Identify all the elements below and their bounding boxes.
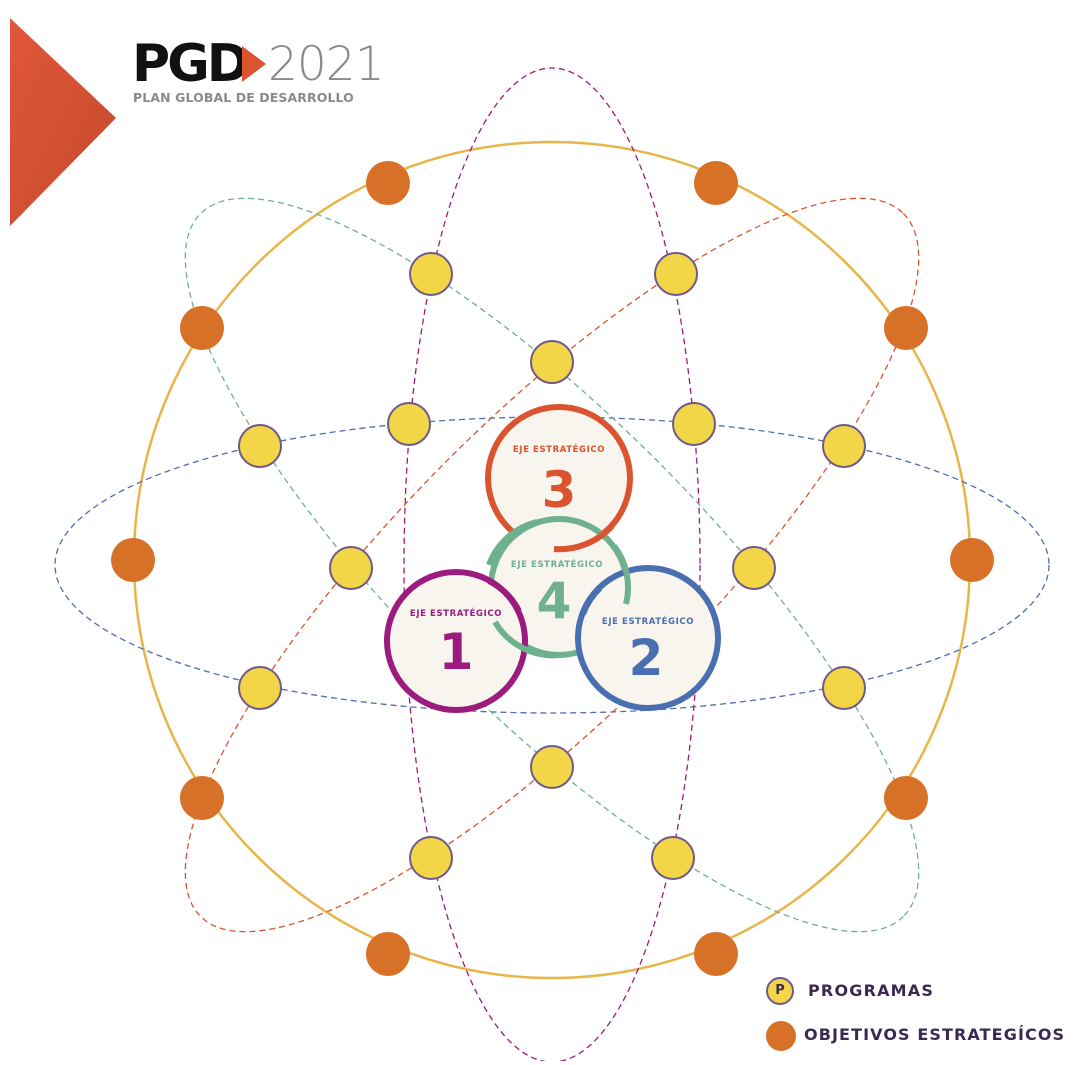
objetivo-node <box>884 776 928 820</box>
objetivo-node <box>180 776 224 820</box>
logo-year: 2021 <box>268 37 385 92</box>
eje-4-overlap-arc-right <box>611 544 631 605</box>
eje-4-overlap-arc-top <box>486 519 538 567</box>
eje-3-label: EJE ESTRATÉGICO <box>513 443 605 455</box>
objetivo-node <box>366 932 410 976</box>
objetivo-node <box>884 306 928 350</box>
eje-4-label: EJE ESTRATÉGICO <box>511 558 603 570</box>
programa-node <box>409 836 453 880</box>
eje-4-number: 4 <box>537 572 572 630</box>
programa-legend-letter: P <box>775 983 785 998</box>
programa-legend-icon: P <box>766 977 794 1005</box>
eje-1-number: 1 <box>439 623 474 681</box>
eje-1-overlap-arc <box>487 578 522 613</box>
objetivo-node <box>694 932 738 976</box>
eje-2: EJE ESTRATÉGICO 2 <box>575 565 721 711</box>
objetivo-legend-icon <box>766 1021 796 1051</box>
programa-node <box>654 252 698 296</box>
logo-brand: PGD <box>132 34 250 94</box>
objetivo-node <box>950 538 994 582</box>
eje-3-number: 3 <box>542 461 577 519</box>
eje-3-overlap-arc <box>553 523 615 553</box>
eje-3: EJE ESTRATÉGICO 3 <box>485 404 633 552</box>
programa-node <box>732 546 776 590</box>
objetivo-node <box>180 306 224 350</box>
programa-node <box>238 666 282 710</box>
programa-node <box>651 836 695 880</box>
eje-2-label: EJE ESTRATÉGICO <box>602 615 694 627</box>
programa-node <box>530 340 574 384</box>
legend-label-programas: PROGRAMAS <box>808 981 935 1000</box>
programa-node <box>387 402 431 446</box>
programa-node <box>329 546 373 590</box>
eje-2-overlap-arc <box>580 585 603 616</box>
legend-label-objetivos: OBJETIVOS ESTRATEGÍCOS <box>804 1025 1066 1044</box>
programa-node <box>822 666 866 710</box>
objetivos-group <box>111 161 994 976</box>
eje-2-circle <box>575 565 721 711</box>
eje-1-circle <box>384 569 528 713</box>
programa-node <box>238 424 282 468</box>
eje-2-number: 2 <box>629 629 664 687</box>
logo-subtitle: PLAN GLOBAL DE DESARROLLO <box>133 90 354 105</box>
programas-group <box>238 252 866 880</box>
eje-1: EJE ESTRATÉGICO 1 <box>384 569 528 713</box>
programa-node <box>409 252 453 296</box>
logo-arrow-icon <box>242 46 266 82</box>
pgd-logo: PGD 2021 PLAN GLOBAL DE DESARROLLO <box>132 34 385 110</box>
objetivo-node <box>366 161 410 205</box>
objetivo-node <box>694 161 738 205</box>
programa-node <box>822 424 866 468</box>
accent-triangle <box>10 18 116 226</box>
eje-4-overlap-arc-left <box>492 620 561 659</box>
programa-node <box>530 745 574 789</box>
programa-node <box>672 402 716 446</box>
eje-1-label: EJE ESTRATÉGICO <box>410 607 502 619</box>
legend-item-programas: P PROGRAMAS <box>766 977 1066 1009</box>
legend-item-objetivos: OBJETIVOS ESTRATEGÍCOS <box>766 1021 1066 1053</box>
objetivo-node <box>111 538 155 582</box>
